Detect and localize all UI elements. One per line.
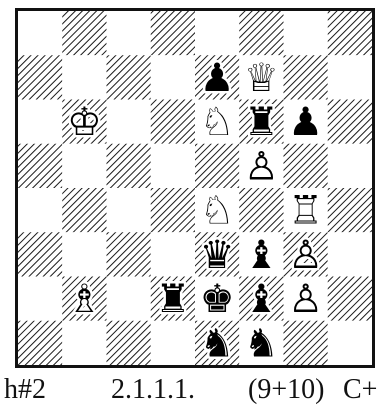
square-g1 bbox=[284, 321, 328, 365]
square-c2 bbox=[107, 277, 151, 321]
square-c1 bbox=[107, 321, 151, 365]
square-c3 bbox=[107, 232, 151, 276]
white-knight-icon: ♘♘ bbox=[200, 100, 235, 145]
black-knight-icon: ♞♞ bbox=[200, 321, 235, 365]
black-bishop-icon-glyph: ♝ bbox=[244, 277, 279, 322]
white-queen-icon: ♕♕ bbox=[244, 56, 279, 101]
solution-count-label: 2.1.1.1. bbox=[111, 372, 195, 407]
problem-caption: h#2 2.1.1.1. (9+10) C+ bbox=[0, 372, 390, 407]
square-e8 bbox=[195, 11, 239, 55]
white-pawn-icon: ♙♙ bbox=[244, 144, 279, 189]
square-h3 bbox=[328, 232, 372, 276]
square-d8 bbox=[151, 11, 195, 55]
square-c8 bbox=[107, 11, 151, 55]
black-king-icon-glyph: ♚ bbox=[200, 277, 235, 322]
black-rook-icon: ♜♜ bbox=[244, 100, 279, 145]
white-rook-icon: ♖♖ bbox=[288, 189, 323, 234]
square-h6 bbox=[328, 100, 372, 144]
square-c7 bbox=[107, 55, 151, 99]
square-c5 bbox=[107, 144, 151, 188]
square-d1 bbox=[151, 321, 195, 365]
white-pawn-icon-glyph: ♙ bbox=[244, 144, 279, 189]
black-knight-icon-glyph: ♞ bbox=[200, 321, 235, 365]
black-knight-icon-glyph: ♞ bbox=[244, 321, 279, 365]
square-g8 bbox=[284, 11, 328, 55]
square-a7 bbox=[18, 55, 62, 99]
square-d3 bbox=[151, 232, 195, 276]
square-g5 bbox=[284, 144, 328, 188]
square-b8 bbox=[62, 11, 106, 55]
square-a5 bbox=[18, 144, 62, 188]
chess-board: ♟♟♕♕♔♔♘♘♜♜♟♟♙♙♘♘♖♖♛♛♝♝♙♙♗♗♜♜♚♚♝♝♙♙♞♞♞♞ bbox=[15, 8, 375, 368]
white-queen-icon-glyph: ♕ bbox=[244, 56, 279, 101]
square-d4 bbox=[151, 188, 195, 232]
black-rook-icon-glyph: ♜ bbox=[244, 100, 279, 145]
square-a6 bbox=[18, 100, 62, 144]
square-a4 bbox=[18, 188, 62, 232]
square-a2 bbox=[18, 277, 62, 321]
square-b5 bbox=[62, 144, 106, 188]
square-h4 bbox=[328, 188, 372, 232]
black-bishop-icon: ♝♝ bbox=[244, 277, 279, 322]
square-h5 bbox=[328, 144, 372, 188]
square-d7 bbox=[151, 55, 195, 99]
white-rook-icon-glyph: ♖ bbox=[288, 189, 323, 234]
white-pawn-icon: ♙♙ bbox=[288, 233, 323, 278]
white-bishop-icon: ♗♗ bbox=[67, 277, 102, 322]
square-h2 bbox=[328, 277, 372, 321]
square-b1 bbox=[62, 321, 106, 365]
black-king-icon: ♚♚ bbox=[200, 277, 235, 322]
white-knight-icon-glyph: ♘ bbox=[200, 100, 235, 145]
square-f4 bbox=[239, 188, 283, 232]
square-h1 bbox=[328, 321, 372, 365]
square-a3 bbox=[18, 232, 62, 276]
white-bishop-icon-glyph: ♗ bbox=[67, 277, 102, 322]
white-king-icon: ♔♔ bbox=[67, 100, 102, 145]
white-pawn-icon: ♙♙ bbox=[288, 277, 323, 322]
white-king-icon-glyph: ♔ bbox=[67, 100, 102, 145]
chess-board-svg: ♟♟♕♕♔♔♘♘♜♜♟♟♙♙♘♘♖♖♛♛♝♝♙♙♗♗♜♜♚♚♝♝♙♙♞♞♞♞ bbox=[18, 11, 372, 365]
black-queen-icon-glyph: ♛ bbox=[200, 233, 235, 278]
black-pawn-icon-glyph: ♟ bbox=[200, 56, 235, 101]
computer-tested-label: C+ bbox=[343, 372, 377, 407]
square-c6 bbox=[107, 100, 151, 144]
black-pawn-icon-glyph: ♟ bbox=[288, 100, 323, 145]
square-b7 bbox=[62, 55, 106, 99]
square-a8 bbox=[18, 11, 62, 55]
square-d6 bbox=[151, 100, 195, 144]
white-pawn-icon-glyph: ♙ bbox=[288, 233, 323, 278]
black-rook-icon-glyph: ♜ bbox=[155, 277, 190, 322]
square-a1 bbox=[18, 321, 62, 365]
stipulation-label: h#2 bbox=[4, 372, 46, 407]
square-h7 bbox=[328, 55, 372, 99]
black-rook-icon: ♜♜ bbox=[155, 277, 190, 322]
square-c4 bbox=[107, 188, 151, 232]
square-h8 bbox=[328, 11, 372, 55]
black-queen-icon: ♛♛ bbox=[200, 233, 235, 278]
square-b3 bbox=[62, 232, 106, 276]
square-d5 bbox=[151, 144, 195, 188]
white-knight-icon: ♘♘ bbox=[200, 189, 235, 234]
white-pawn-icon-glyph: ♙ bbox=[288, 277, 323, 322]
material-count-label: (9+10) bbox=[248, 372, 324, 407]
square-g7 bbox=[284, 55, 328, 99]
black-pawn-icon: ♟♟ bbox=[200, 56, 235, 101]
black-bishop-icon-glyph: ♝ bbox=[244, 233, 279, 278]
black-pawn-icon: ♟♟ bbox=[288, 100, 323, 145]
black-knight-icon: ♞♞ bbox=[244, 321, 279, 365]
square-f8 bbox=[239, 11, 283, 55]
black-bishop-icon: ♝♝ bbox=[244, 233, 279, 278]
square-b4 bbox=[62, 188, 106, 232]
square-e5 bbox=[195, 144, 239, 188]
white-knight-icon-glyph: ♘ bbox=[200, 189, 235, 234]
